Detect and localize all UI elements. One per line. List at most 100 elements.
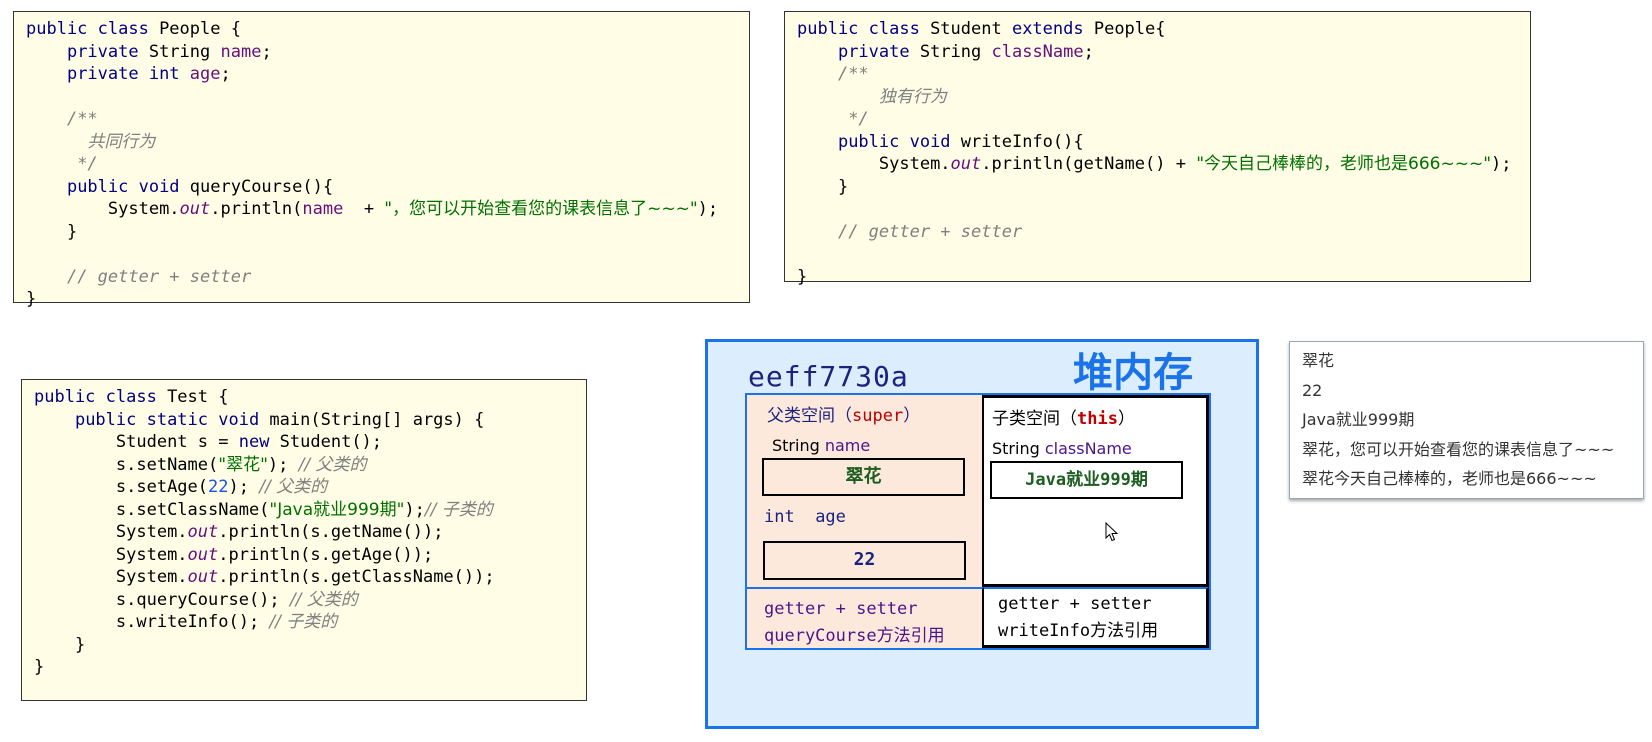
code-token: public static void	[74, 409, 270, 430]
parent-space-label: 父类空间（super）	[767, 406, 921, 426]
code-line: public void writeInfo(){	[797, 131, 1518, 154]
code-line: Student s = new Student();	[34, 431, 574, 454]
code-line: s.setClassName("Java就业999期");// 子类的	[34, 499, 574, 522]
console-line: Java就业999期	[1302, 410, 1415, 429]
code-line: System.out.println(s.getName());	[34, 521, 574, 544]
code-line	[26, 243, 737, 266]
code-comment: /**	[837, 64, 869, 84]
code-token: System.	[878, 154, 951, 174]
code-token: name	[220, 41, 262, 62]
code-token: Test {	[167, 387, 229, 407]
code-token: .println(s.getName());	[218, 522, 444, 542]
code-comment: */	[848, 109, 869, 129]
code-token: s.writeInfo();	[115, 612, 270, 632]
code-comment: // getter + setter	[66, 266, 252, 287]
classname-field-label: String className	[992, 439, 1132, 458]
child-methods: getter + setter writeInfo方法引用	[984, 587, 1209, 648]
code-token: out	[187, 544, 219, 565]
code-line: private String name;	[26, 41, 737, 64]
code-line: }	[797, 266, 1518, 289]
code-token: className	[991, 41, 1084, 62]
console-line: 翠花今天自己棒棒的，老师也是666~~~	[1302, 469, 1597, 488]
code-token: }	[837, 176, 849, 197]
console-output: 翠花 22 Java就业999期 翠花，您可以开始查看您的课表信息了~~~ 翠花…	[1289, 341, 1644, 499]
code-comment: 共同行为	[87, 131, 156, 152]
code-comment: */	[77, 154, 98, 174]
code-token: writeInfo(){	[960, 131, 1084, 152]
code-token: }	[26, 289, 37, 309]
code-comment: 独有行为	[878, 86, 947, 107]
code-token: extends	[1011, 19, 1094, 39]
code-token: out	[950, 154, 982, 174]
code-token: s.queryCourse();	[115, 589, 290, 610]
code-line: private String className;	[797, 41, 1518, 64]
code-string: "今天自己棒棒的，老师也是666~~~"	[1196, 154, 1492, 174]
code-line: 共同行为	[26, 131, 737, 154]
code-line: 独有行为	[797, 86, 1518, 109]
code-token: public class	[797, 19, 931, 39]
test-class-code: public class Test { public static void m…	[21, 379, 587, 701]
age-value-box: 22	[763, 541, 966, 580]
code-token: );	[404, 499, 425, 520]
code-token: queryCourse(){	[189, 176, 334, 197]
code-string: "Java就业999期"	[269, 499, 405, 520]
code-line: s.setName("翠花"); // 父类的	[34, 454, 574, 477]
code-token: s.setAge(	[115, 477, 209, 497]
people-class-code: public class People { private String nam…	[13, 11, 750, 309]
code-token: }	[797, 266, 808, 287]
code-line: public class Student extends People{	[797, 18, 1518, 41]
code-line: System.out.println(name + "，您可以开始查看您的课表信…	[26, 198, 737, 221]
code-token: out	[179, 199, 211, 219]
code-token: private	[837, 41, 920, 62]
code-line: */	[797, 108, 1518, 131]
code-token: System.	[115, 544, 188, 565]
child-space-label: 子类空间（this）	[992, 409, 1135, 429]
code-token: public void	[66, 176, 190, 197]
code-token: }	[74, 634, 86, 655]
code-token: name	[302, 199, 344, 219]
code-token: Student();	[279, 432, 383, 452]
code-line: /**	[797, 63, 1518, 86]
code-line: s.writeInfo(); // 子类的	[34, 611, 574, 634]
code-line: public static void main(String[] args) {	[34, 409, 574, 432]
code-line	[797, 198, 1518, 221]
code-token: );	[1491, 154, 1512, 174]
code-line: System.out.println(s.getAge());	[34, 544, 574, 567]
code-line: System.out.println(s.getClassName());	[34, 566, 574, 589]
code-token: public class	[26, 19, 160, 39]
code-line: public class Test {	[34, 386, 574, 409]
parent-methods: getter + setter queryCourse方法引用	[747, 587, 984, 648]
code-token: s.setName(	[115, 454, 219, 475]
code-token: People {	[159, 19, 241, 39]
console-line: 翠花	[1302, 351, 1335, 370]
heap-title: 堆内存	[1073, 350, 1193, 396]
code-comment: // 父类的	[289, 589, 358, 610]
code-comment: // 父类的	[259, 477, 328, 497]
code-token: ;	[261, 41, 272, 62]
code-line	[26, 86, 737, 109]
code-line: private int age;	[26, 63, 737, 86]
code-token: private	[66, 41, 149, 62]
parent-methods-line: getter + setter	[764, 599, 918, 619]
code-line: System.out.println(getName() + "今天自己棒棒的，…	[797, 153, 1518, 176]
code-line: public void queryCourse(){	[26, 176, 737, 199]
child-methods-line: getter + setter	[998, 594, 1152, 614]
code-token: .println(s.getAge());	[218, 544, 434, 565]
child-methods-line: writeInfo方法引用	[998, 621, 1159, 641]
code-line: }	[34, 634, 574, 657]
code-token: }	[34, 657, 45, 677]
code-token: );	[267, 454, 299, 475]
code-string: "翠花"	[218, 454, 268, 475]
code-token: String	[919, 41, 992, 62]
name-field-label: String name	[772, 436, 871, 455]
code-line: public class People {	[26, 18, 737, 41]
code-token: out	[187, 522, 219, 542]
console-line: 22	[1302, 380, 1323, 400]
code-line: }	[797, 176, 1518, 199]
code-token: age	[189, 64, 221, 84]
console-line: 翠花，您可以开始查看您的课表信息了~~~	[1302, 439, 1615, 459]
code-line: // getter + setter	[797, 221, 1518, 244]
code-token: +	[343, 199, 385, 219]
code-token: new	[238, 432, 280, 452]
code-token: System.	[107, 199, 180, 219]
